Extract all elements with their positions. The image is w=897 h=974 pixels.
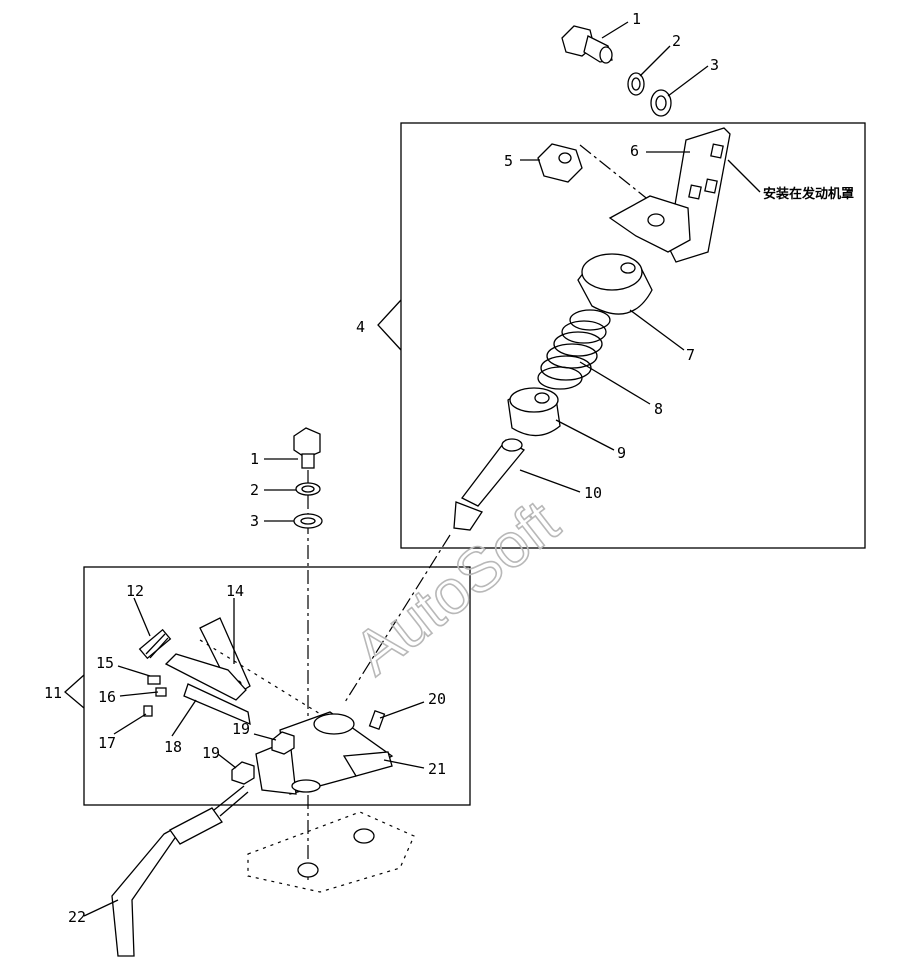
- leader-9: [555, 419, 615, 451]
- callout-4: 4: [356, 318, 365, 336]
- bolt-1-top: [561, 25, 613, 64]
- bushing-9: [507, 387, 561, 437]
- leader-7: [629, 309, 685, 351]
- callout-2-top: 2: [672, 32, 681, 50]
- leader-18: [171, 699, 197, 737]
- rod-axis-line: [344, 534, 451, 703]
- callout-10: 10: [584, 484, 602, 502]
- callout-12: 12: [126, 582, 144, 600]
- leader-16: [119, 691, 159, 697]
- callout-22: 22: [68, 908, 86, 926]
- callout-17: 17: [98, 734, 116, 752]
- callout-19-upper: 19: [232, 720, 250, 738]
- callout-1-lower: 1: [250, 450, 259, 468]
- cable-22: [111, 785, 249, 957]
- callout-9: 9: [617, 444, 626, 462]
- stop-rod-10: [453, 438, 525, 531]
- callout-3-top: 3: [710, 56, 719, 74]
- lock-washer-2-lower: [295, 482, 321, 496]
- mounting-note: 安装在发动机罩: [763, 186, 854, 202]
- leader-21: [383, 759, 425, 769]
- bracket-6: [608, 127, 731, 263]
- lower-assembly-brace: [64, 674, 85, 709]
- lower-link-line: [199, 639, 331, 721]
- callout-5: 5: [504, 152, 513, 170]
- lower-assembly-frame: [83, 566, 471, 806]
- callout-8: 8: [654, 400, 663, 418]
- leader-17: [113, 713, 147, 735]
- leader-note: [727, 159, 761, 193]
- pin-17: [143, 705, 153, 717]
- callout-6: 6: [630, 142, 639, 160]
- callout-15: 15: [96, 654, 114, 672]
- nut-19-upper: [271, 731, 295, 755]
- callout-11: 11: [44, 684, 62, 702]
- callout-18: 18: [164, 738, 182, 756]
- spring-8: [537, 309, 611, 390]
- flat-washer-3-top: [650, 89, 672, 117]
- leader-2a: [639, 45, 671, 77]
- nut-19-lower: [231, 761, 255, 785]
- callout-3-lower: 3: [250, 512, 259, 530]
- callout-16: 16: [98, 688, 116, 706]
- leader-12: [133, 597, 151, 637]
- leader-3a: [667, 65, 709, 97]
- callout-2-lower: 2: [250, 481, 259, 499]
- leader-15: [117, 665, 151, 677]
- leader-10: [519, 469, 581, 493]
- flat-washer-3-lower: [293, 513, 323, 529]
- callout-1-top: 1: [632, 10, 641, 28]
- callout-21: 21: [428, 760, 446, 778]
- leader-1a: [601, 21, 629, 39]
- callout-7: 7: [686, 346, 695, 364]
- base-plate: [247, 811, 415, 893]
- callout-14: 14: [226, 582, 244, 600]
- leader-19a: [253, 733, 277, 741]
- leader-22: [83, 899, 119, 917]
- lock-washer-2-top: [627, 72, 645, 96]
- leader-19b: [217, 753, 237, 769]
- pin-15: [147, 675, 161, 685]
- pin-20: [368, 709, 386, 731]
- leader-8: [579, 361, 651, 405]
- spring-12: [138, 628, 172, 660]
- lever-18: [164, 653, 251, 726]
- bolt-1-lower: [293, 427, 321, 469]
- nut-5: [537, 143, 583, 183]
- rubber-bushing-7: [577, 253, 653, 315]
- upper-assembly-brace: [377, 299, 402, 351]
- callout-19-lower: 19: [202, 744, 220, 762]
- leader-20: [379, 701, 425, 719]
- callout-20: 20: [428, 690, 446, 708]
- mounting-plate-21: [255, 711, 394, 795]
- upper-assembly-frame: [400, 122, 866, 549]
- upper-axis-line: [579, 144, 656, 206]
